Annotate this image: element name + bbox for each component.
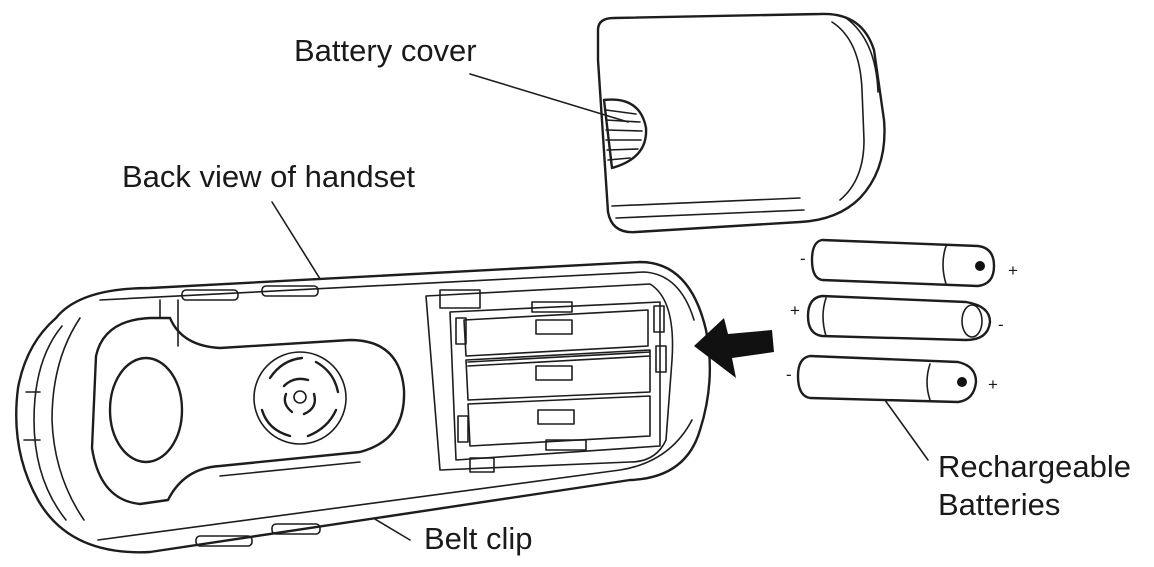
battery2-left-polarity: + xyxy=(790,301,800,320)
battery-cover-label: Battery cover xyxy=(294,33,477,68)
battery-3 xyxy=(796,354,978,404)
battery3-right-polarity: + xyxy=(988,375,998,394)
battery-cover-drawing xyxy=(596,12,886,234)
rechargeable-label-line1: Rechargeable xyxy=(938,449,1132,484)
back-view-label: Back view of handset xyxy=(122,159,415,194)
battery1-left-polarity: - xyxy=(800,249,806,268)
battery-2 xyxy=(806,294,992,342)
battery2-right-polarity: - xyxy=(998,315,1004,334)
battery3-left-polarity: - xyxy=(786,365,792,384)
speaker-grille xyxy=(253,351,347,445)
leader-battery-cover xyxy=(469,73,629,123)
battery1-right-polarity: + xyxy=(1008,261,1018,280)
battery-1 xyxy=(810,238,996,288)
rechargeable-label-line2: Batteries xyxy=(938,487,1061,522)
insert-arrow xyxy=(694,318,774,378)
battery-compartment xyxy=(425,283,674,473)
belt-clip-label: Belt clip xyxy=(424,521,533,556)
handset-back-view-drawing xyxy=(15,260,712,554)
